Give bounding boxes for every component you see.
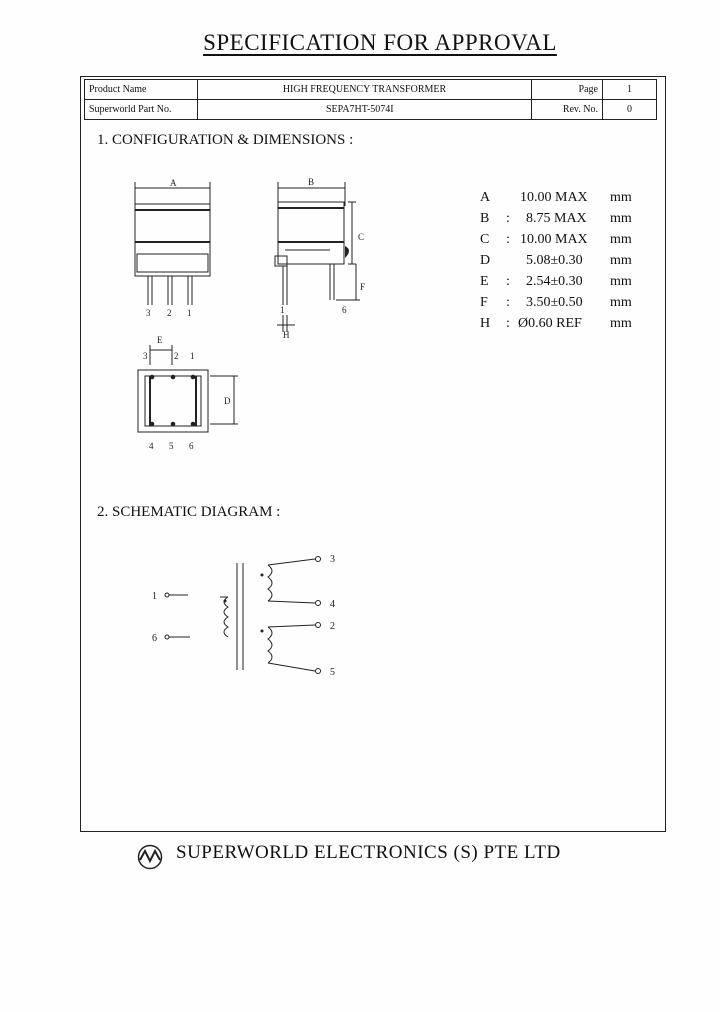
superworld-logo-icon bbox=[137, 844, 163, 870]
side-body bbox=[277, 201, 345, 265]
dim-row-C: C : 10.00 MAX mm bbox=[480, 232, 650, 252]
part-no-label: Superworld Part No. bbox=[84, 99, 198, 120]
product-name-label: Product Name bbox=[84, 79, 198, 100]
label-A: A bbox=[170, 178, 177, 188]
section1-heading: 1. CONFIGURATION & DIMENSIONS : bbox=[97, 132, 354, 148]
dim-label: C bbox=[480, 232, 490, 247]
label-D: D bbox=[224, 396, 231, 406]
pin-5-terminal bbox=[315, 668, 321, 674]
secondary-winding-1 bbox=[267, 564, 273, 602]
part-no-value: SEPA7HT-5074I bbox=[197, 99, 532, 120]
front-pin-2: 2 bbox=[167, 308, 172, 318]
header-row-product: Product Name HIGH FREQUENCY TRANSFORMER … bbox=[84, 79, 657, 100]
pin-6-terminal bbox=[164, 634, 170, 640]
dim-unit: mm bbox=[610, 232, 632, 247]
dim-value: 10.00 MAX bbox=[520, 190, 588, 205]
primary-winding bbox=[223, 596, 229, 638]
bottom-pin-6: 6 bbox=[189, 441, 194, 451]
label-B: B bbox=[308, 177, 314, 187]
label-C: C bbox=[358, 232, 364, 242]
label-E: E bbox=[157, 335, 163, 345]
dim-row-B: B : 8.75 MAX mm bbox=[480, 211, 650, 231]
product-name-value: HIGH FREQUENCY TRANSFORMER bbox=[197, 79, 532, 100]
dim-row-D: D 5.08±0.30 mm bbox=[480, 253, 650, 273]
section2-heading: 2. SCHEMATIC DIAGRAM : bbox=[97, 504, 281, 520]
dim-value: 2.54±0.30 bbox=[526, 274, 583, 289]
dim-unit: mm bbox=[610, 253, 632, 268]
schematic-pin-4: 4 bbox=[330, 599, 335, 610]
schematic-diagram: 1 6 3 4 2 5 bbox=[152, 554, 335, 678]
pin-1-terminal bbox=[164, 592, 170, 598]
front-pin-1: 1 bbox=[187, 308, 192, 318]
dim-label: H bbox=[480, 316, 491, 331]
dim-sep: : bbox=[506, 316, 510, 331]
side-pin-1: 1 bbox=[280, 305, 285, 315]
side-pin-6: 6 bbox=[342, 305, 347, 315]
dim-value: Ø0.60 REF bbox=[518, 316, 582, 331]
bottom-pin-2: 2 bbox=[174, 351, 179, 361]
dimension-drawings: A B C F E D H 3 2 1 1 6 3 2 1 4 5 6 bbox=[134, 177, 365, 451]
dim-row-H: H : Ø0.60 REF mm bbox=[480, 316, 650, 336]
bottom-body bbox=[137, 369, 209, 433]
dim-unit: mm bbox=[610, 211, 632, 226]
header-row-part: Superworld Part No. SEPA7HT-5074I Rev. N… bbox=[84, 99, 657, 120]
dim-label: F bbox=[480, 295, 488, 310]
dimension-list: A 10.00 MAX mm B : 8.75 MAX mm C : 10.00… bbox=[480, 190, 650, 340]
dim-label: A bbox=[480, 190, 491, 205]
page-label: Page bbox=[531, 79, 603, 100]
dim-value: 8.75 MAX bbox=[526, 211, 587, 226]
dim-value: 5.08±0.30 bbox=[526, 253, 583, 268]
dim-label: D bbox=[480, 253, 491, 268]
dim-sep: : bbox=[506, 211, 510, 226]
pin-2-terminal bbox=[315, 622, 321, 628]
schematic-pin-6: 6 bbox=[152, 633, 157, 644]
header-table: Product Name HIGH FREQUENCY TRANSFORMER … bbox=[84, 79, 657, 120]
dim-row-F: F : 3.50±0.50 mm bbox=[480, 295, 650, 315]
pin-3-terminal bbox=[315, 556, 321, 562]
bottom-pin-3: 3 bbox=[143, 351, 148, 361]
schematic-pin-3: 3 bbox=[330, 554, 335, 565]
label-H: H bbox=[283, 330, 290, 340]
document-title: SPECIFICATION FOR APPROVAL bbox=[203, 30, 557, 55]
pin-4-terminal bbox=[315, 600, 321, 606]
dim-unit: mm bbox=[610, 295, 632, 310]
company-name: SUPERWORLD ELECTRONICS (S) PTE LTD bbox=[176, 842, 561, 863]
dim-label: B bbox=[480, 211, 490, 226]
page-value: 1 bbox=[602, 79, 657, 100]
dim-label: E bbox=[480, 274, 489, 289]
dim-sep: : bbox=[506, 295, 510, 310]
front-pin-3: 3 bbox=[146, 308, 151, 318]
bottom-pin-5: 5 bbox=[169, 441, 174, 451]
schematic-pin-1: 1 bbox=[152, 591, 157, 602]
bottom-pin-4: 4 bbox=[149, 441, 154, 451]
rev-value: 0 bbox=[602, 99, 657, 120]
spec-frame bbox=[80, 76, 666, 832]
schematic-pin-5: 5 bbox=[330, 667, 335, 678]
bottom-pin-1: 1 bbox=[190, 351, 195, 361]
rev-label: Rev. No. bbox=[531, 99, 603, 120]
secondary-winding-2 bbox=[267, 626, 273, 664]
schematic-pin-2: 2 bbox=[330, 621, 335, 632]
dim-row-E: E : 2.54±0.30 mm bbox=[480, 274, 650, 294]
dim-value: 3.50±0.50 bbox=[526, 295, 583, 310]
dim-row-A: A 10.00 MAX mm bbox=[480, 190, 650, 210]
dim-unit: mm bbox=[610, 316, 632, 331]
dim-sep: : bbox=[506, 232, 510, 247]
dim-sep: : bbox=[506, 274, 510, 289]
label-F: F bbox=[360, 282, 365, 292]
dim-unit: mm bbox=[610, 274, 632, 289]
dim-value: 10.00 MAX bbox=[520, 232, 588, 247]
dim-unit: mm bbox=[610, 190, 632, 205]
front-body bbox=[134, 203, 211, 277]
